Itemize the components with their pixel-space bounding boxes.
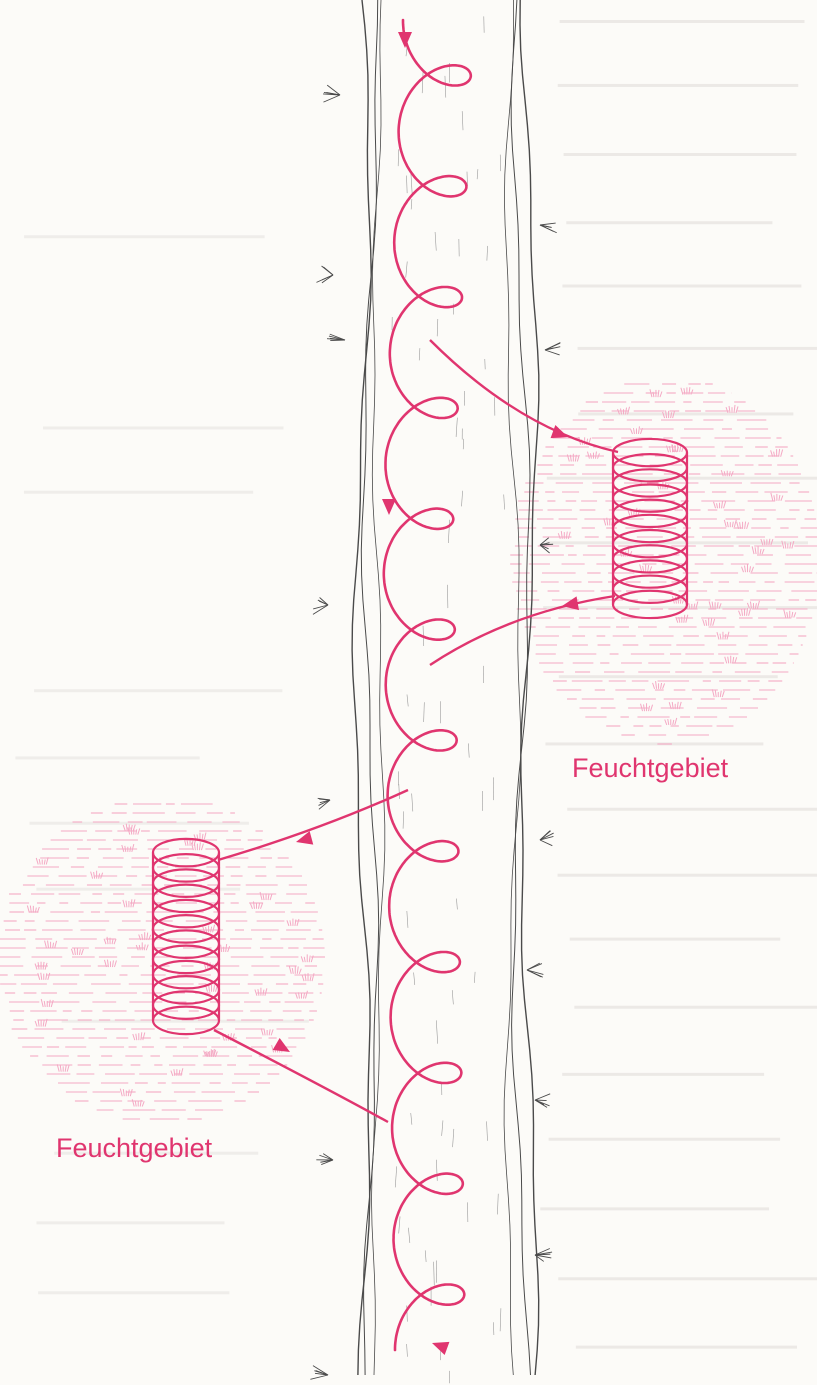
flight-path	[153, 20, 687, 1355]
path-to-left-wetland	[218, 790, 408, 860]
wetland-area-left	[0, 804, 325, 1119]
coil-left-wetland	[153, 839, 219, 1034]
wetland-area-right	[510, 384, 817, 744]
wetland-label-right: Feuchtgebiet	[572, 753, 728, 784]
wetland-label-left: Feuchtgebiet	[56, 1133, 212, 1164]
path-to-right-wetland	[430, 340, 618, 452]
path-from-left-wetland	[214, 1030, 388, 1122]
main-spiral-path	[384, 20, 471, 1350]
